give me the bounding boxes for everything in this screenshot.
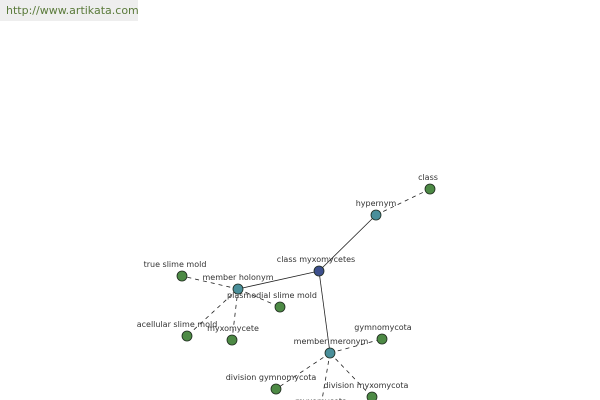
node-class-myxomycetes[interactable] — [313, 265, 325, 277]
node-member-holonym[interactable] — [232, 283, 244, 295]
edge-holonym-true-slime-mold — [181, 275, 239, 290]
node-division-gymnomycota[interactable] — [270, 383, 282, 395]
node-member-meronym[interactable] — [324, 347, 336, 359]
label-myxomycota[interactable]: myxomycota — [295, 397, 347, 400]
edge-meronym-division-myxomycota — [329, 352, 373, 398]
label-gymnomycota[interactable]: gymnomycota — [354, 323, 412, 332]
label-class[interactable]: class — [418, 173, 438, 182]
edge-center-hypernym — [318, 214, 377, 272]
label-true-slime-mold[interactable]: true slime mold — [144, 260, 207, 269]
labels: class myxomycetes hypernym member holony… — [137, 173, 438, 400]
node-class[interactable] — [424, 183, 436, 195]
node-true-slime-mold[interactable] — [176, 270, 188, 282]
node-acellular-slime-mold[interactable] — [181, 330, 193, 342]
node-plasmodial-slime-mold[interactable] — [274, 301, 286, 313]
edge-meronym-myxomycota — [321, 352, 331, 400]
label-acellular-slime-mold[interactable]: acellular slime mold — [137, 320, 218, 329]
label-hypernym[interactable]: hypernym — [356, 199, 397, 208]
label-division-gymnomycota[interactable]: division gymnomycota — [226, 373, 317, 382]
dashed-edges — [181, 188, 431, 400]
label-member-meronym[interactable]: member meronym — [294, 337, 369, 346]
node-hypernym[interactable] — [370, 209, 382, 221]
label-myxomycete[interactable]: myxomycete — [207, 324, 259, 333]
nodes — [176, 183, 436, 400]
edge-center-member-holonym — [237, 270, 320, 290]
edge-meronym-division-gymnomycota — [275, 352, 331, 390]
label-member-holonym[interactable]: member holonym — [202, 273, 273, 282]
edge-holonym-myxomycete — [231, 288, 239, 341]
edge-meronym-gymnomycota — [329, 338, 383, 354]
label-plasmodial-slime-mold[interactable]: plasmodial slime mold — [227, 291, 317, 300]
label-class-myxomycetes[interactable]: class myxomycetes — [277, 255, 355, 264]
edge-hypernym-class — [375, 188, 431, 216]
edge-holonym-acellular-slime-mold — [186, 288, 239, 337]
solid-edges — [237, 214, 377, 354]
node-division-myxomycota[interactable] — [366, 391, 378, 400]
edge-center-member-meronym — [318, 270, 331, 354]
node-gymnomycota[interactable] — [376, 333, 388, 345]
node-myxomycete[interactable] — [226, 334, 238, 346]
source-url[interactable]: http://www.artikata.com — [0, 0, 138, 21]
label-division-myxomycota[interactable]: division myxomycota — [324, 381, 409, 390]
